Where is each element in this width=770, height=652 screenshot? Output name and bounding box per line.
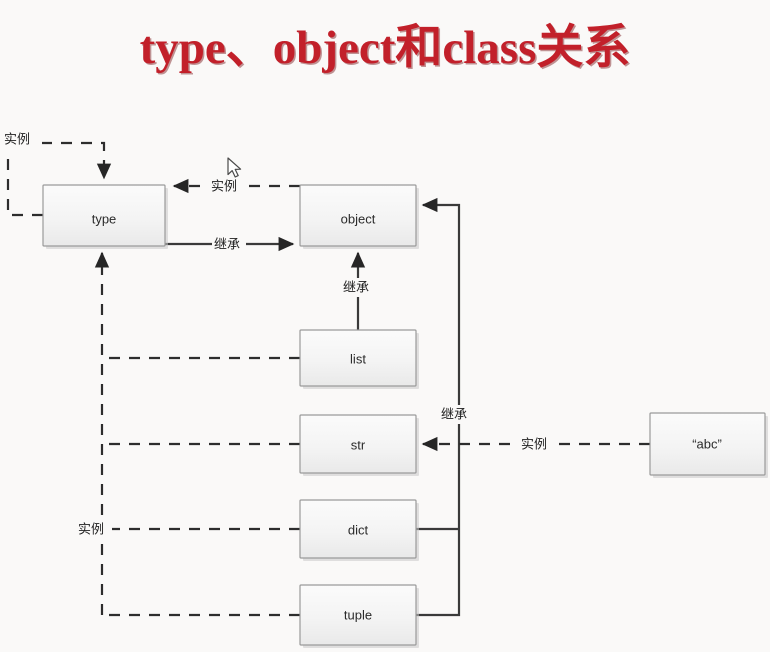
edge-label-abc-instance: 实例 xyxy=(519,435,555,454)
svg-text:实例: 实例 xyxy=(521,436,547,451)
edge-label-builtins-instance: 实例 xyxy=(76,520,112,539)
node-dict-label: dict xyxy=(348,522,369,537)
svg-text:实例: 实例 xyxy=(211,178,237,193)
edge-label-bus-inherits: 继承 xyxy=(439,405,475,424)
slide-title: type、object和class关系 xyxy=(139,22,631,74)
node-str-label: str xyxy=(351,437,366,452)
node-type-label: type xyxy=(92,211,117,226)
svg-text:实例: 实例 xyxy=(78,521,104,536)
svg-text:继承: 继承 xyxy=(343,279,369,294)
node-tuple[interactable]: tuple xyxy=(299,584,419,648)
edge-label-type-inherits: 继承 xyxy=(212,235,246,254)
edge-label-type-self-instance: 实例 xyxy=(2,130,42,150)
node-object[interactable]: object xyxy=(299,184,419,249)
node-list-label: list xyxy=(350,351,366,366)
node-type[interactable]: type xyxy=(42,184,168,249)
node-abc[interactable]: “abc” xyxy=(649,412,768,478)
node-tuple-label: tuple xyxy=(344,607,372,622)
svg-text:继承: 继承 xyxy=(214,236,240,251)
node-str[interactable]: str xyxy=(299,414,419,476)
node-dict[interactable]: dict xyxy=(299,499,419,561)
svg-text:实例: 实例 xyxy=(4,131,30,146)
edge-label-list-inherits: 继承 xyxy=(341,278,375,297)
node-list[interactable]: list xyxy=(299,329,419,389)
edge-builtins-instance-of-type-bus xyxy=(94,251,300,617)
svg-text:继承: 继承 xyxy=(441,406,467,421)
edge-label-object-instance: 实例 xyxy=(209,177,243,196)
mouse-pointer-icon xyxy=(227,157,242,178)
node-abc-label: “abc” xyxy=(692,436,722,451)
node-object-label: object xyxy=(341,211,376,226)
